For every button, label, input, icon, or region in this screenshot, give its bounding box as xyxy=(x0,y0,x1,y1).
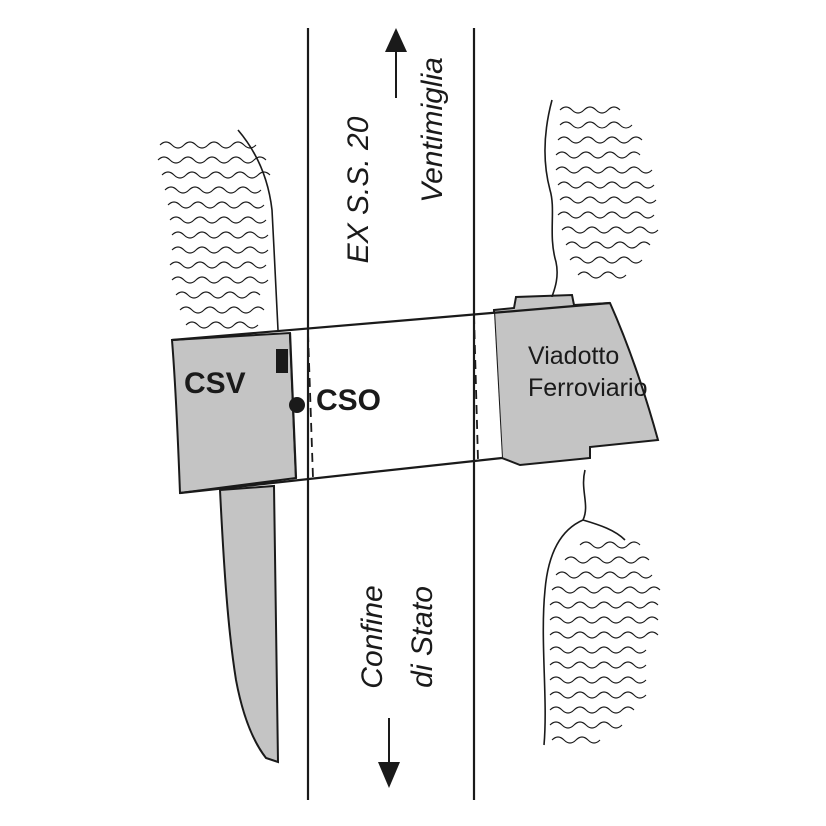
cliff-edge-lower-right xyxy=(542,469,626,746)
right-dashed-joint xyxy=(473,314,479,461)
rock-hatching-upper-right xyxy=(555,106,659,279)
dot-marker-icon xyxy=(289,397,305,413)
deck-bottom-edge xyxy=(179,456,503,495)
square-marker-icon xyxy=(276,349,288,373)
viaduct-label-line2: Ferroviario xyxy=(528,374,647,402)
direction-north-label: Ventimiglia xyxy=(416,57,449,203)
rock-hatching-lower-right xyxy=(549,541,661,744)
road-name-label: EX S.S. 20 xyxy=(342,116,375,263)
retaining-wall xyxy=(218,484,280,764)
direction-south-label-line1: Confine xyxy=(356,585,389,688)
deck-top-edge xyxy=(171,301,611,342)
cliff-edge-upper-right xyxy=(544,99,558,298)
cso-label: CSO xyxy=(316,384,381,417)
arrow-down-icon xyxy=(378,718,400,788)
left-dashed-joint xyxy=(307,332,314,479)
viaduct-label-line1: Viadotto xyxy=(528,342,619,370)
arrow-up-icon xyxy=(385,28,407,98)
road-deck xyxy=(290,312,502,478)
rock-hatching-upper-left xyxy=(157,141,271,329)
csv-label: CSV xyxy=(184,367,246,400)
cliff-edge-upper-left xyxy=(237,129,279,331)
direction-south-label-line2: di Stato xyxy=(406,586,439,688)
